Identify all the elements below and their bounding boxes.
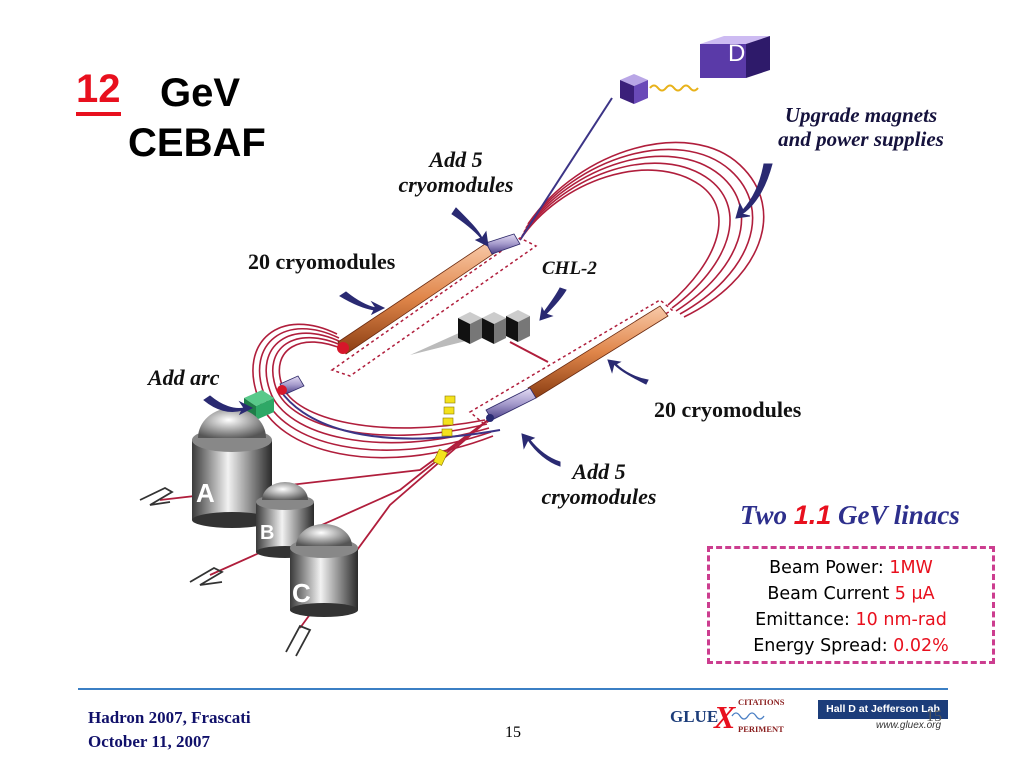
spec-energy-spread: Energy Spread: 0.02% — [710, 633, 992, 659]
hall-d-beamline — [279, 97, 613, 440]
hall-a-label: A — [196, 478, 215, 508]
label-add5-north: Add 5 cryomodules — [382, 147, 530, 197]
linacs-suffix: GeV linacs — [838, 500, 960, 530]
linacs-prefix: Two — [740, 500, 787, 530]
website-label: www.gluex.org — [876, 720, 942, 731]
hall-a — [192, 408, 272, 528]
chl2-plant — [410, 310, 549, 363]
beam-dumps — [139, 486, 312, 657]
beam-spec-box: Beam Power: 1MW Beam Current 5 μA Emitta… — [707, 546, 995, 664]
spec-emittance-label: Emittance: — [755, 610, 850, 630]
logo-word-x: X — [713, 699, 736, 735]
pointer-arrows — [203, 163, 773, 467]
extraction-magnets — [433, 395, 456, 466]
page-number: 15 — [505, 724, 521, 741]
spec-energy-spread-value: 0.02% — [893, 636, 949, 656]
label-add5-north-line1: Add 5 — [429, 147, 483, 172]
gluex-logo: GLUE X CITATIONS PERIMENT — [670, 697, 785, 735]
logo-word-citations: CITATIONS — [738, 697, 785, 707]
spec-emittance-value: 10 nm-rad — [855, 610, 947, 630]
north-linac — [337, 233, 521, 355]
title-energy-unit: GeV — [160, 71, 241, 115]
label-20-cryomodules-south: 20 cryomodules — [654, 397, 802, 422]
spec-emittance: Emittance: 10 nm-rad — [710, 607, 992, 633]
label-add5-south: Add 5 cryomodules — [528, 459, 670, 509]
label-add5-south-line1: Add 5 — [572, 459, 626, 484]
spec-beam-power-value: 1MW — [889, 558, 933, 578]
hall-d-label: D — [728, 40, 746, 67]
hall-d-badge: Hall D at Jefferson Lab — [818, 700, 948, 719]
south-linac — [485, 305, 669, 422]
label-add-arc: Add arc — [148, 365, 220, 390]
title-facility-name: CEBAF — [128, 121, 266, 165]
linacs-heading: Two 1.1 GeV linacs — [740, 500, 960, 531]
page-number-corner: 15 — [926, 708, 942, 725]
label-chl2: CHL-2 — [542, 258, 597, 279]
hall-c-label: C — [292, 578, 311, 608]
logo-word-glue: GLUE — [670, 707, 718, 726]
chl-dotted-boxes — [330, 237, 674, 425]
hall-b-label: B — [260, 522, 275, 544]
spec-beam-power: Beam Power: 1MW — [710, 555, 992, 581]
label-add5-south-line2: cryomodules — [541, 483, 657, 509]
spec-beam-power-label: Beam Power: — [769, 558, 884, 578]
spec-beam-current-value: 5 μA — [894, 584, 935, 604]
hall-d-tagger — [620, 74, 699, 104]
hall-d-building — [700, 36, 770, 78]
spec-beam-current: Beam Current 5 μA — [710, 581, 992, 607]
label-add5-north-line2: cryomodules — [398, 171, 514, 197]
spec-energy-spread-label: Energy Spread: — [753, 636, 888, 656]
label-upgrade-magnets: Upgrade magnets and power supplies — [778, 103, 944, 151]
footer-divider — [78, 688, 948, 690]
title-energy-number: 12 — [76, 66, 121, 116]
label-20-cryomodules-north: 20 cryomodules — [248, 249, 396, 274]
linacs-energy: 1.1 — [793, 500, 832, 530]
footer-date: October 11, 2007 — [88, 732, 210, 751]
spec-beam-current-label: Beam Current — [767, 584, 890, 604]
logo-word-periment: PERIMENT — [738, 724, 784, 734]
hall-c — [290, 524, 358, 617]
footer-conference: Hadron 2007, Frascati — [88, 708, 251, 727]
